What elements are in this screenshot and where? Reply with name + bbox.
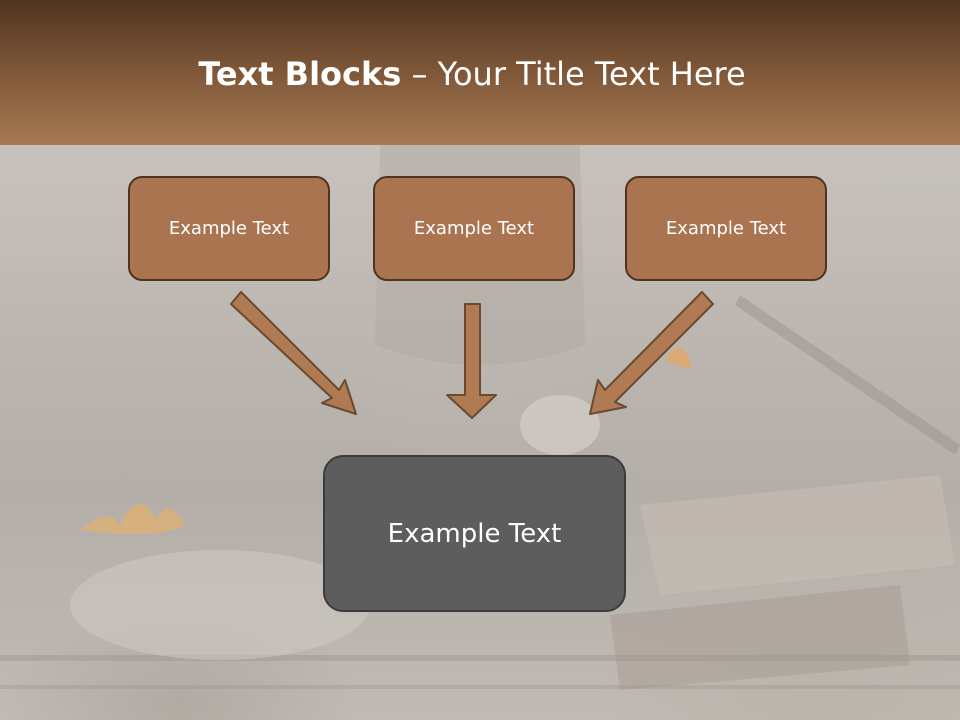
text-block-2[interactable]: Example Text [373,176,575,281]
title-bold: Text Blocks [198,55,402,93]
text-block-1[interactable]: Example Text [128,176,330,281]
header-bar [0,0,960,145]
arrow-down-left-icon [589,291,714,415]
arrow-down-right-icon [230,291,357,415]
title-separator: – [401,55,438,93]
main-text-block[interactable]: Example Text [323,455,626,612]
page-title: Text Blocks – Your Title Text Here [0,52,944,96]
arrow-down-icon [446,303,497,419]
title-rest: Your Title Text Here [437,55,746,93]
text-block-3[interactable]: Example Text [625,176,827,281]
